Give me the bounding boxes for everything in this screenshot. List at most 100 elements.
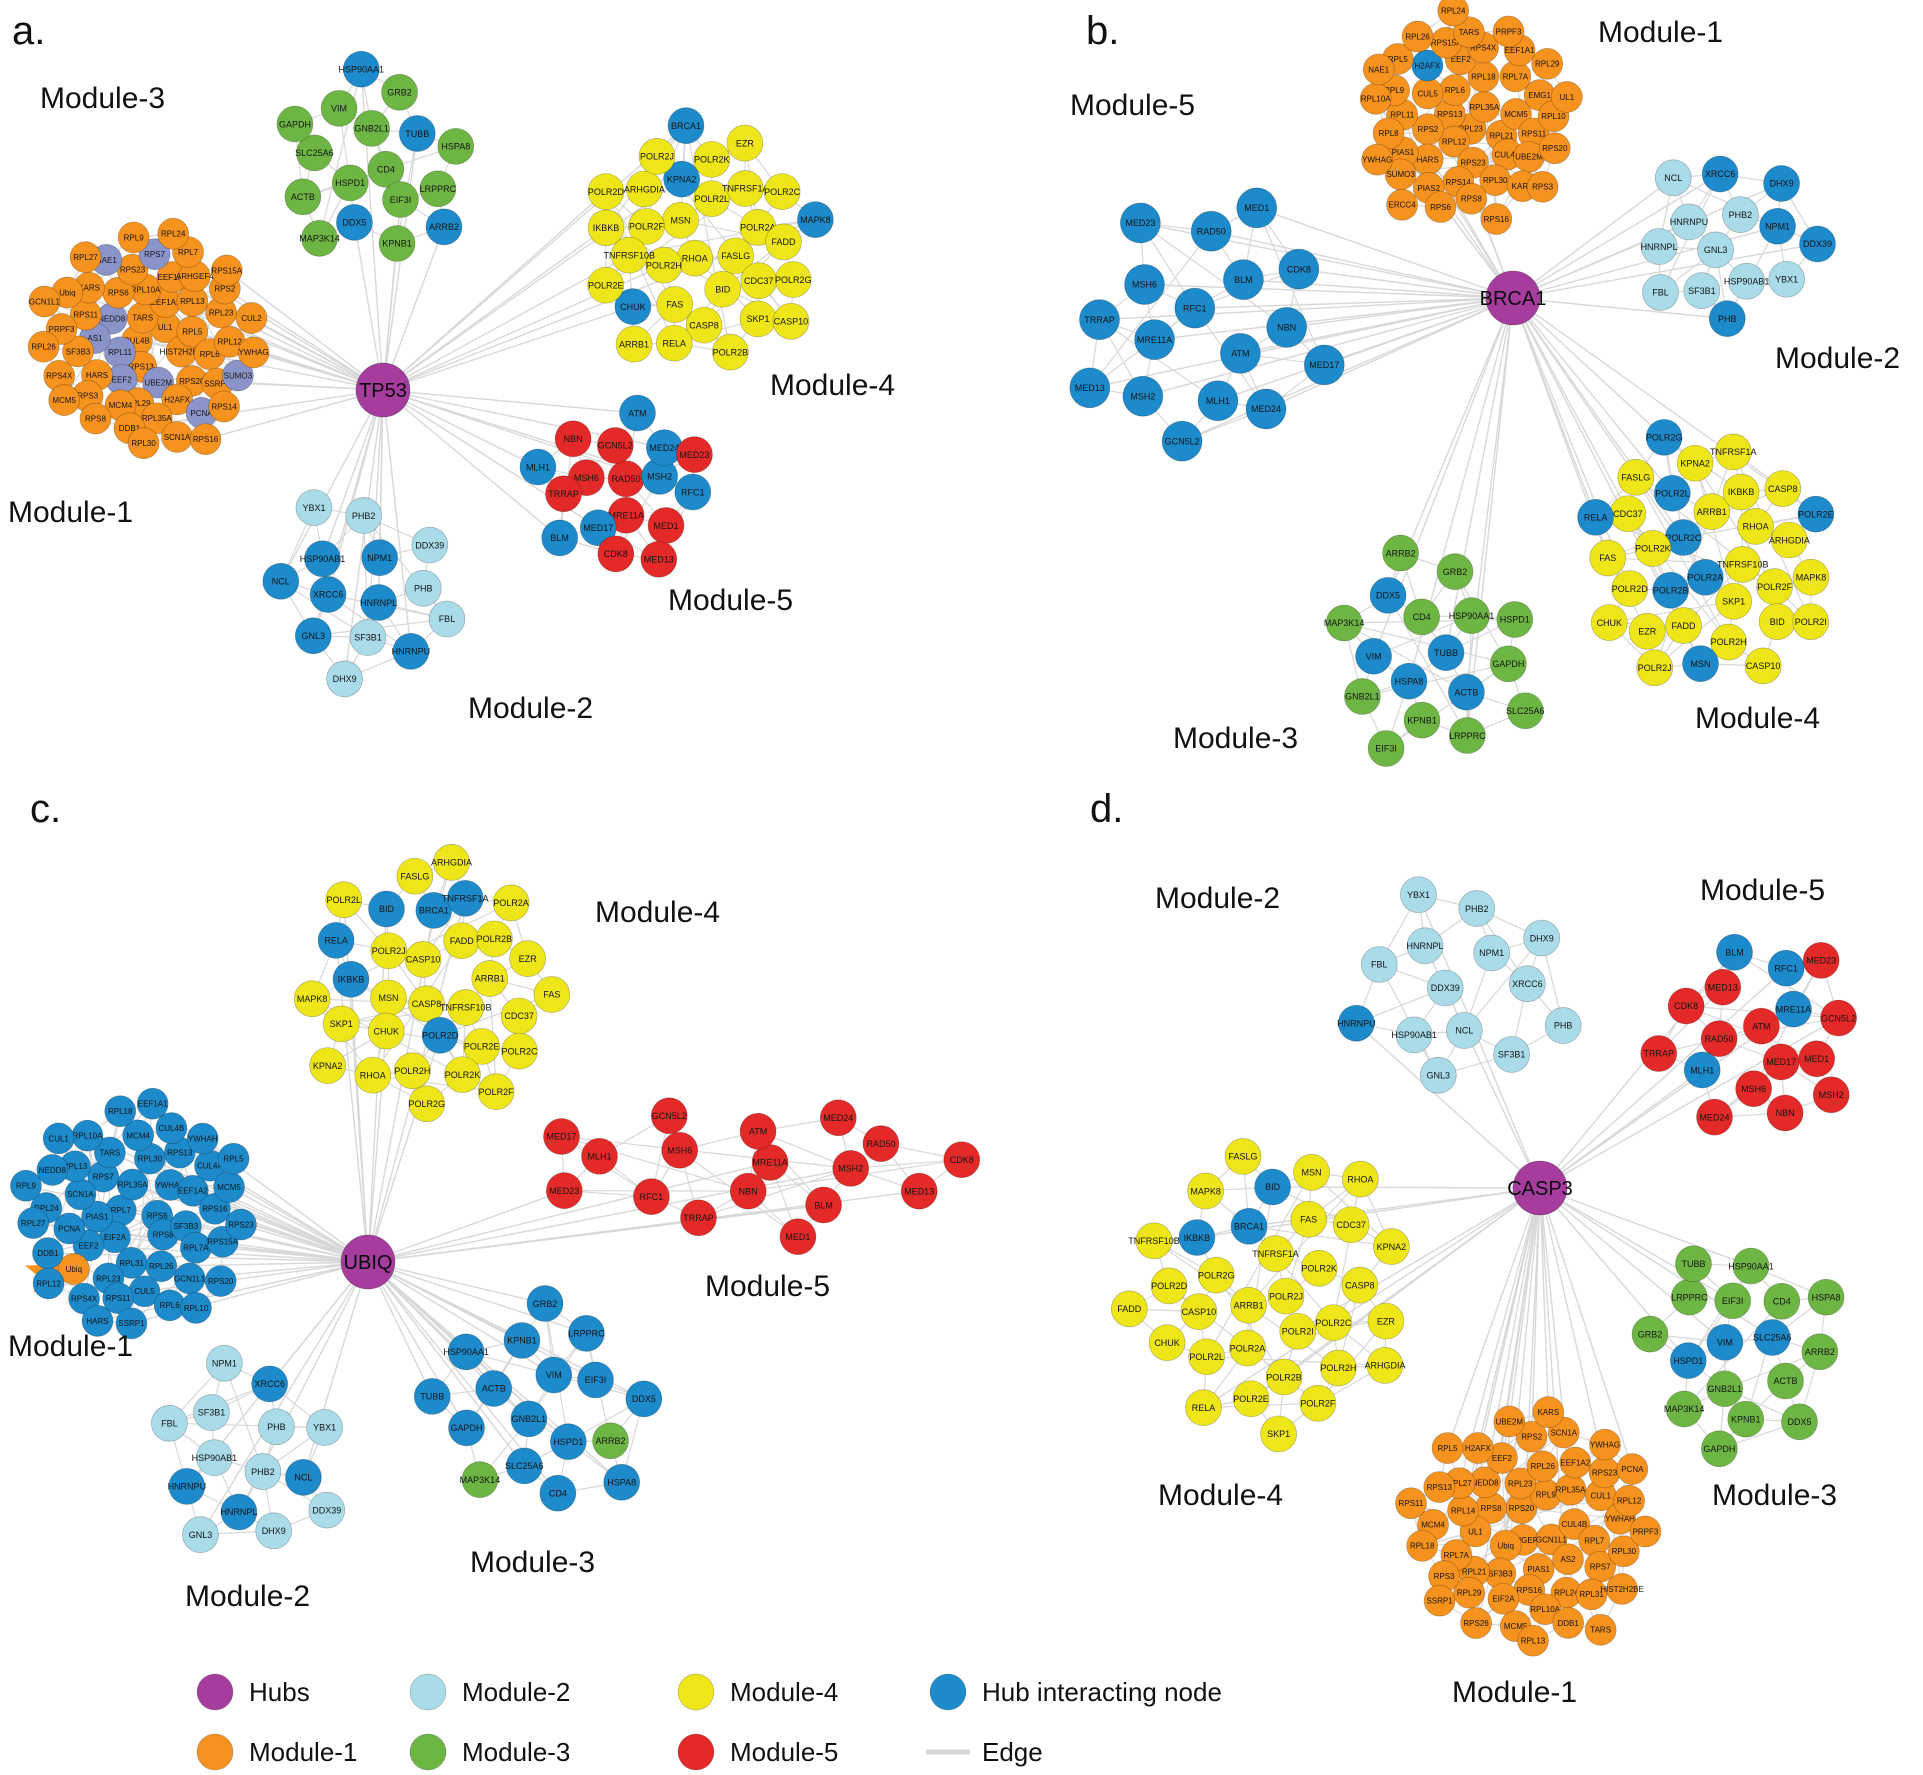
node-circle bbox=[206, 1344, 243, 1382]
node-RHOA: RHOA bbox=[1737, 508, 1774, 545]
node-circle bbox=[633, 1178, 670, 1215]
node-circle bbox=[336, 204, 373, 241]
panel-letter: a. bbox=[12, 9, 45, 53]
node-DDX5: DDX5 bbox=[336, 204, 373, 241]
node-HSP90AA1: HSP90AA1 bbox=[1728, 1247, 1774, 1285]
module-label: Module-1 bbox=[1598, 16, 1723, 49]
node-RPL10A: RPL10A bbox=[71, 1119, 104, 1152]
node-ATM: ATM bbox=[619, 394, 656, 432]
node-circle bbox=[1509, 965, 1546, 1003]
node-RPL35A: RPL35A bbox=[1554, 1473, 1587, 1506]
node-VIM: VIM bbox=[320, 90, 358, 127]
hub-edge bbox=[97, 1261, 369, 1322]
node-EEF1A1: EEF1A1 bbox=[136, 1087, 169, 1120]
node-circle bbox=[17, 1207, 50, 1239]
node-POLR2A: POLR2A bbox=[1229, 1329, 1266, 1367]
node-ARRB1: ARRB1 bbox=[1230, 1286, 1267, 1324]
node-CUL2: CUL2 bbox=[235, 302, 268, 334]
edge bbox=[223, 1363, 264, 1472]
node-circle bbox=[1611, 570, 1649, 607]
node-circle bbox=[676, 239, 714, 277]
node-MAP3K14: MAP3K14 bbox=[299, 220, 340, 257]
hub-edge bbox=[1512, 225, 1778, 299]
node-circle bbox=[1728, 262, 1766, 300]
node-CDC37: CDC37 bbox=[1609, 495, 1647, 533]
node-POLR2G: POLR2G bbox=[1197, 1256, 1235, 1294]
node-circle bbox=[173, 1262, 206, 1295]
node-RPS6: RPS6 bbox=[1424, 191, 1457, 223]
node-YBX1: YBX1 bbox=[306, 1409, 343, 1446]
node-circle bbox=[1489, 1529, 1522, 1562]
edge bbox=[363, 515, 369, 638]
node-circle bbox=[704, 270, 742, 308]
node-circle bbox=[1634, 530, 1672, 567]
node-circle bbox=[1517, 1624, 1549, 1657]
node-circle bbox=[301, 220, 338, 257]
hub-edge bbox=[199, 1261, 369, 1536]
node-circle bbox=[1588, 1456, 1621, 1489]
node-circle bbox=[204, 1265, 237, 1297]
node-POLR2F: POLR2F bbox=[1299, 1384, 1337, 1422]
node-POLR2D: POLR2D bbox=[1611, 570, 1649, 607]
node-circle bbox=[625, 1380, 663, 1418]
node-circle bbox=[1293, 1153, 1330, 1191]
node-circle bbox=[662, 201, 699, 239]
node-circle bbox=[1577, 498, 1614, 536]
node-GAPDH: GAPDH bbox=[1490, 645, 1527, 683]
node-circle bbox=[763, 173, 801, 210]
node-circle bbox=[404, 569, 442, 607]
node-IKBKB: IKBKB bbox=[332, 960, 370, 998]
node-circle bbox=[1775, 990, 1812, 1028]
node-circle bbox=[1529, 1593, 1561, 1626]
node-MSH2: MSH2 bbox=[832, 1150, 870, 1187]
hub-edge bbox=[205, 389, 384, 440]
node-RPL12: RPL12 bbox=[32, 1267, 65, 1300]
legend-swatch bbox=[409, 1733, 447, 1771]
node-circle bbox=[1161, 420, 1203, 462]
hub-edge bbox=[1324, 297, 1514, 366]
node-EIF2A: EIF2A bbox=[1487, 1582, 1520, 1615]
node-circle bbox=[1468, 91, 1501, 123]
node-circle bbox=[545, 475, 582, 513]
node-DHX9: DHX9 bbox=[326, 660, 363, 698]
node-FADD: FADD bbox=[1110, 1290, 1148, 1328]
node-circle bbox=[510, 1400, 548, 1438]
node-circle bbox=[1538, 132, 1571, 165]
node-ACTB: ACTB bbox=[1448, 673, 1485, 711]
node-circle bbox=[285, 1459, 322, 1496]
node-circle bbox=[1332, 1206, 1370, 1244]
node-circle bbox=[1606, 1573, 1638, 1605]
node-circle bbox=[408, 985, 445, 1023]
node-ACTB: ACTB bbox=[475, 1370, 513, 1407]
node-circle bbox=[1706, 1323, 1744, 1361]
node-circle bbox=[1361, 143, 1393, 176]
node-circle bbox=[332, 960, 370, 998]
node-FBL: FBL bbox=[1360, 946, 1398, 983]
node-circle bbox=[1180, 1293, 1218, 1330]
node-EIF3I: EIF3I bbox=[1367, 730, 1405, 767]
node-circle bbox=[1325, 604, 1363, 642]
edge bbox=[1332, 1179, 1362, 1323]
node-circle bbox=[425, 208, 463, 246]
node-circle bbox=[535, 1356, 573, 1394]
edge bbox=[1099, 319, 1219, 402]
node-circle bbox=[325, 881, 363, 919]
node-BLM: BLM bbox=[805, 1186, 842, 1224]
node-BLM: BLM bbox=[1716, 933, 1753, 971]
node-circle bbox=[1693, 493, 1731, 531]
node-circle bbox=[151, 1404, 188, 1442]
hub-edge bbox=[367, 1261, 546, 1305]
node-POLR2C: POLR2C bbox=[763, 173, 801, 210]
node-circle bbox=[1236, 187, 1278, 229]
node-circle bbox=[115, 1307, 148, 1340]
node-circle bbox=[607, 460, 645, 498]
node-RELA: RELA bbox=[317, 921, 355, 959]
module-label: Module-2 bbox=[185, 1580, 310, 1613]
node-DDX39: DDX39 bbox=[1799, 225, 1836, 263]
node-MED23: MED23 bbox=[545, 1172, 583, 1209]
node-CASP10: CASP10 bbox=[404, 941, 442, 978]
node-SKP1: SKP1 bbox=[739, 300, 777, 338]
hub-edge bbox=[1530, 1187, 1541, 1437]
node-GNL3: GNL3 bbox=[294, 617, 332, 655]
node-circle bbox=[404, 941, 442, 978]
